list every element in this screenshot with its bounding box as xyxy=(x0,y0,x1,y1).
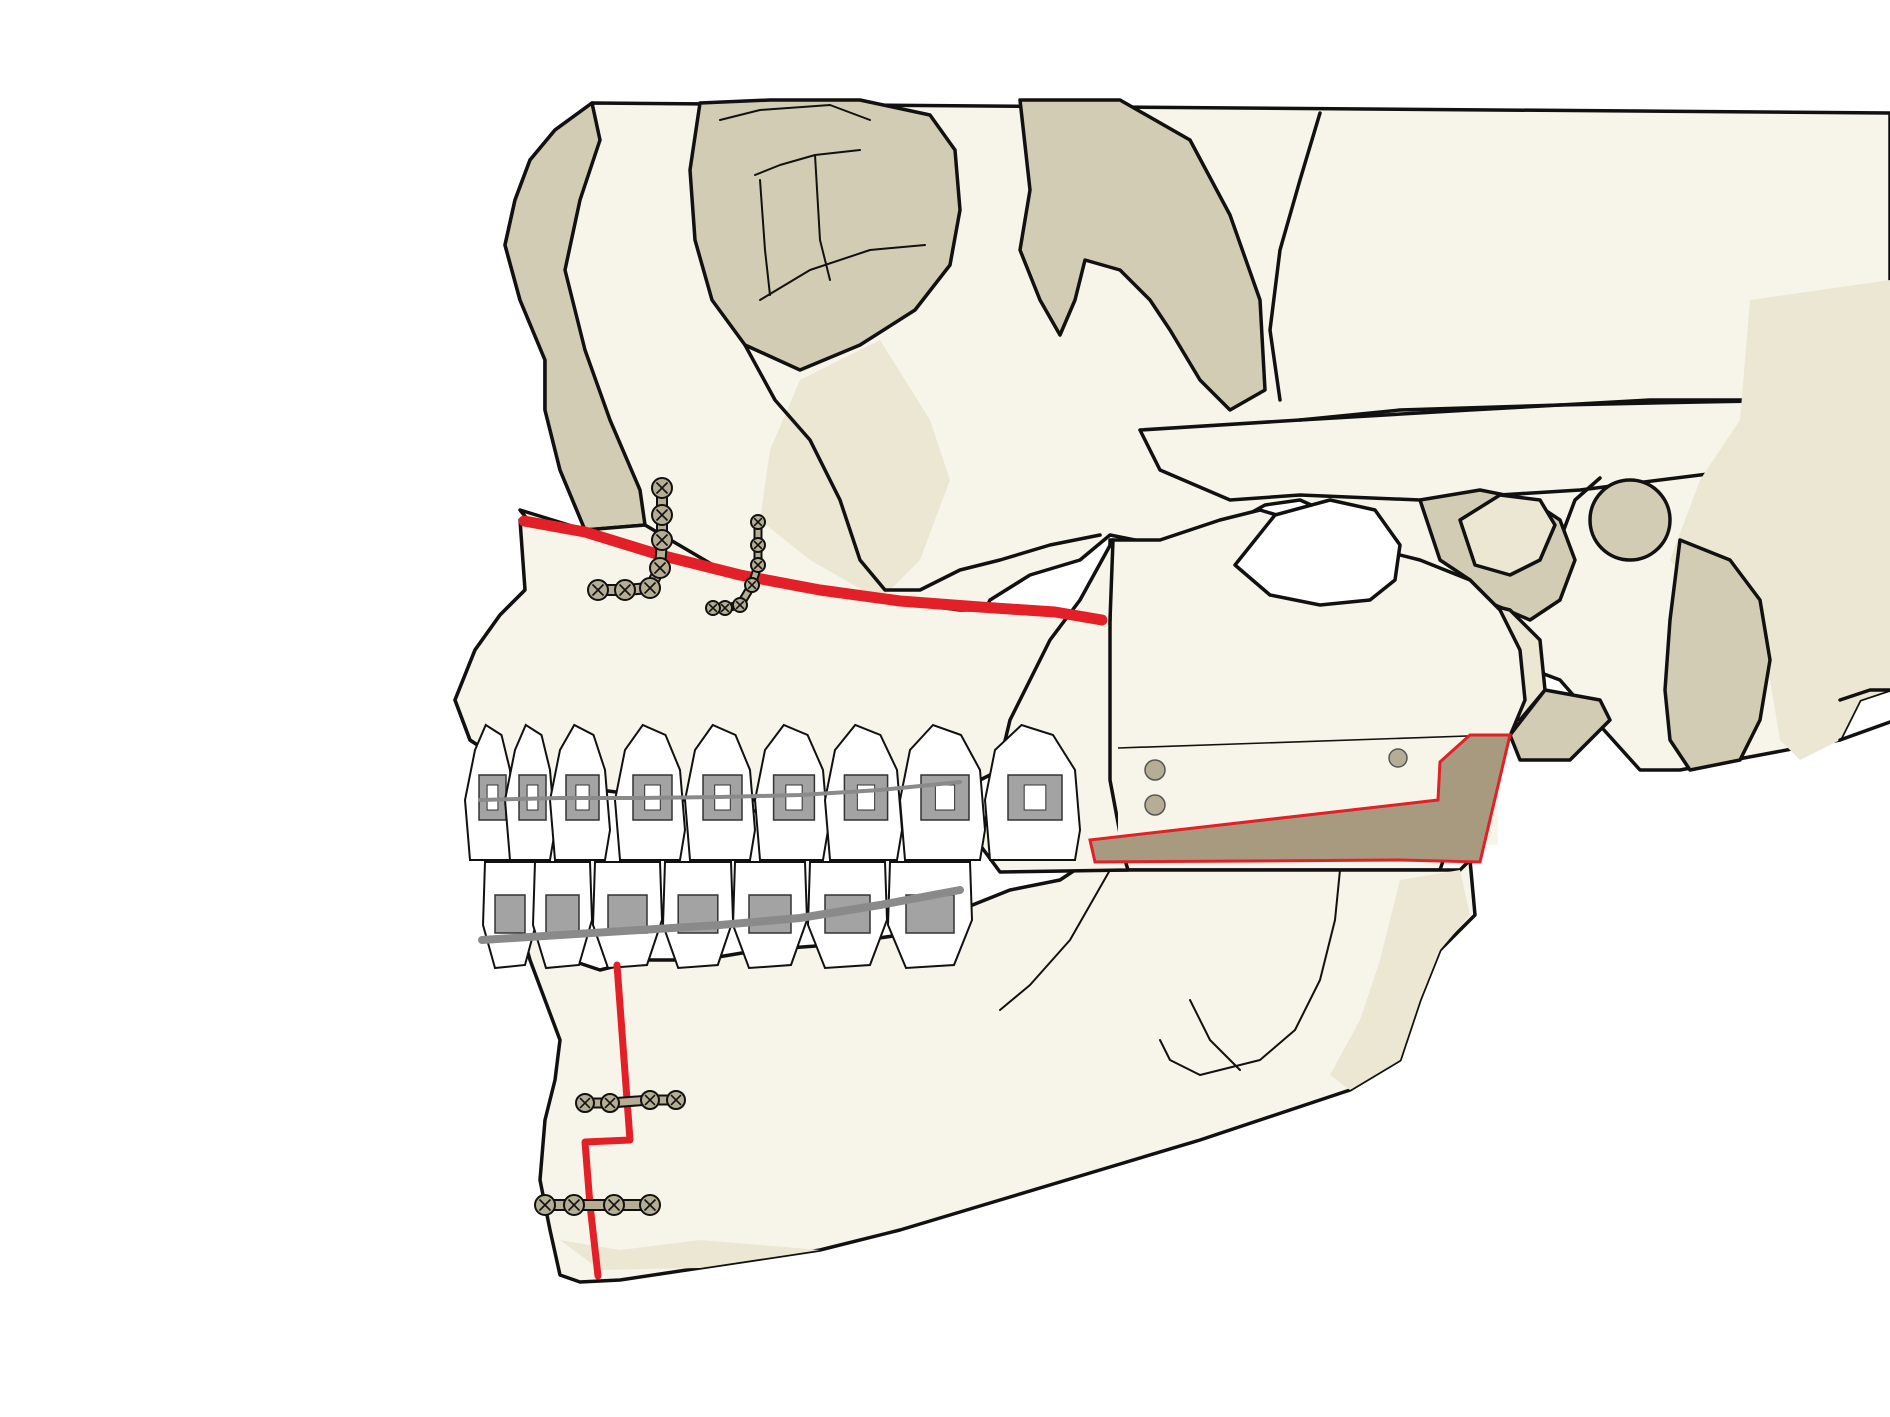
lower-tooth xyxy=(731,861,809,970)
screw-cross xyxy=(643,581,657,595)
oblique-line xyxy=(999,869,1341,1076)
maxilla-left-l-plate xyxy=(587,477,673,601)
upper-tooth xyxy=(983,723,1082,861)
screw-cross xyxy=(579,1097,591,1109)
lower-tooth xyxy=(886,861,974,970)
orbit xyxy=(688,98,962,372)
screw xyxy=(614,579,636,601)
screw-cross xyxy=(708,603,718,613)
screw-cross xyxy=(655,533,669,547)
nasal-cavity xyxy=(503,101,647,532)
screw-cross xyxy=(653,561,667,575)
fixation-plates xyxy=(534,477,766,1216)
lower-bracket xyxy=(545,894,580,934)
chin-shading xyxy=(560,1240,820,1270)
upper-bracket-slot xyxy=(1023,784,1047,811)
screw xyxy=(639,577,661,599)
osteotomy-lines xyxy=(518,515,1108,1280)
upper-archwire xyxy=(478,780,962,802)
screw xyxy=(750,557,766,573)
screw-cross xyxy=(735,600,745,610)
lower-bracket xyxy=(748,894,792,934)
screw xyxy=(640,1090,660,1110)
external-auditory-meatus xyxy=(1588,478,1672,562)
mastoid-shading xyxy=(1670,280,1890,760)
sagittal-split-gap xyxy=(1088,733,1512,864)
lower-tooth xyxy=(531,861,594,970)
screw xyxy=(651,529,673,551)
upper-bracket-slot xyxy=(934,784,956,811)
zygomatic-body xyxy=(743,343,1102,592)
temporal-squama xyxy=(1268,111,1322,402)
screw xyxy=(705,600,721,616)
mandibular-condyle xyxy=(1458,493,1557,577)
mental-ridge xyxy=(1189,999,1241,1071)
bicortical-screw xyxy=(1388,748,1408,768)
screw-cross xyxy=(604,1097,616,1109)
lower-tooth xyxy=(661,861,735,970)
screw-cross xyxy=(655,481,669,495)
screw-cross xyxy=(753,560,763,570)
zygomatic-arch-line xyxy=(1298,398,1822,422)
bicortical-screw xyxy=(1144,759,1166,781)
screw xyxy=(750,537,766,553)
lower-tooth xyxy=(591,861,664,970)
screw xyxy=(750,514,766,530)
screw-cross xyxy=(644,1094,656,1106)
screw xyxy=(649,557,671,579)
temporal-fossa xyxy=(1018,98,1267,412)
screw-cross xyxy=(607,1198,621,1212)
split-line xyxy=(1117,734,1497,749)
screw xyxy=(587,579,609,601)
screw xyxy=(732,597,748,613)
meatus-rim xyxy=(1558,476,1602,542)
screw-cross xyxy=(655,508,669,522)
screw xyxy=(575,1093,595,1113)
orbit-inner-wall xyxy=(719,104,926,301)
genioplasty-osteotomy-line xyxy=(581,961,634,1280)
screw-cross xyxy=(747,580,757,590)
screw xyxy=(603,1194,625,1216)
screw-cross xyxy=(618,583,632,597)
screw-cross xyxy=(753,517,763,527)
screw-cross xyxy=(753,540,763,550)
archwire xyxy=(478,886,964,944)
screw-cross xyxy=(591,583,605,597)
screw xyxy=(717,600,733,616)
ramus-shading xyxy=(1330,870,1470,1090)
bicortical-screw xyxy=(1144,794,1166,816)
upper-bracket-slot xyxy=(785,784,803,811)
lower-bracket xyxy=(494,894,526,934)
upper-tooth xyxy=(463,723,517,861)
screw-cross xyxy=(538,1198,552,1212)
plate-bar-fill xyxy=(581,1096,680,1107)
mastoid-process xyxy=(1663,538,1772,772)
upper-bracket-slot xyxy=(486,784,499,811)
screw-cross xyxy=(670,1094,682,1106)
screw-cross xyxy=(643,1198,657,1212)
maxilla-right-l-plate xyxy=(705,514,766,616)
screw xyxy=(666,1090,686,1110)
zygoma-shading xyxy=(760,340,950,600)
screw xyxy=(651,504,673,526)
screw xyxy=(534,1194,556,1216)
screw xyxy=(639,1194,661,1216)
screw-cross xyxy=(720,603,730,613)
upper-bracket xyxy=(1007,774,1063,821)
screw xyxy=(600,1093,620,1113)
le-fort-i-osteotomy-line xyxy=(518,515,1108,626)
sigmoid-notch xyxy=(1233,498,1402,607)
skull-base-ridge xyxy=(1838,688,1890,742)
chin-upper-plate xyxy=(575,1090,686,1113)
lower-tooth xyxy=(481,861,539,970)
chin-lower-plate xyxy=(534,1194,661,1216)
screw xyxy=(563,1194,585,1216)
screw xyxy=(744,577,760,593)
screw xyxy=(651,477,673,499)
screw-cross xyxy=(567,1198,581,1212)
dentition xyxy=(463,723,1082,970)
